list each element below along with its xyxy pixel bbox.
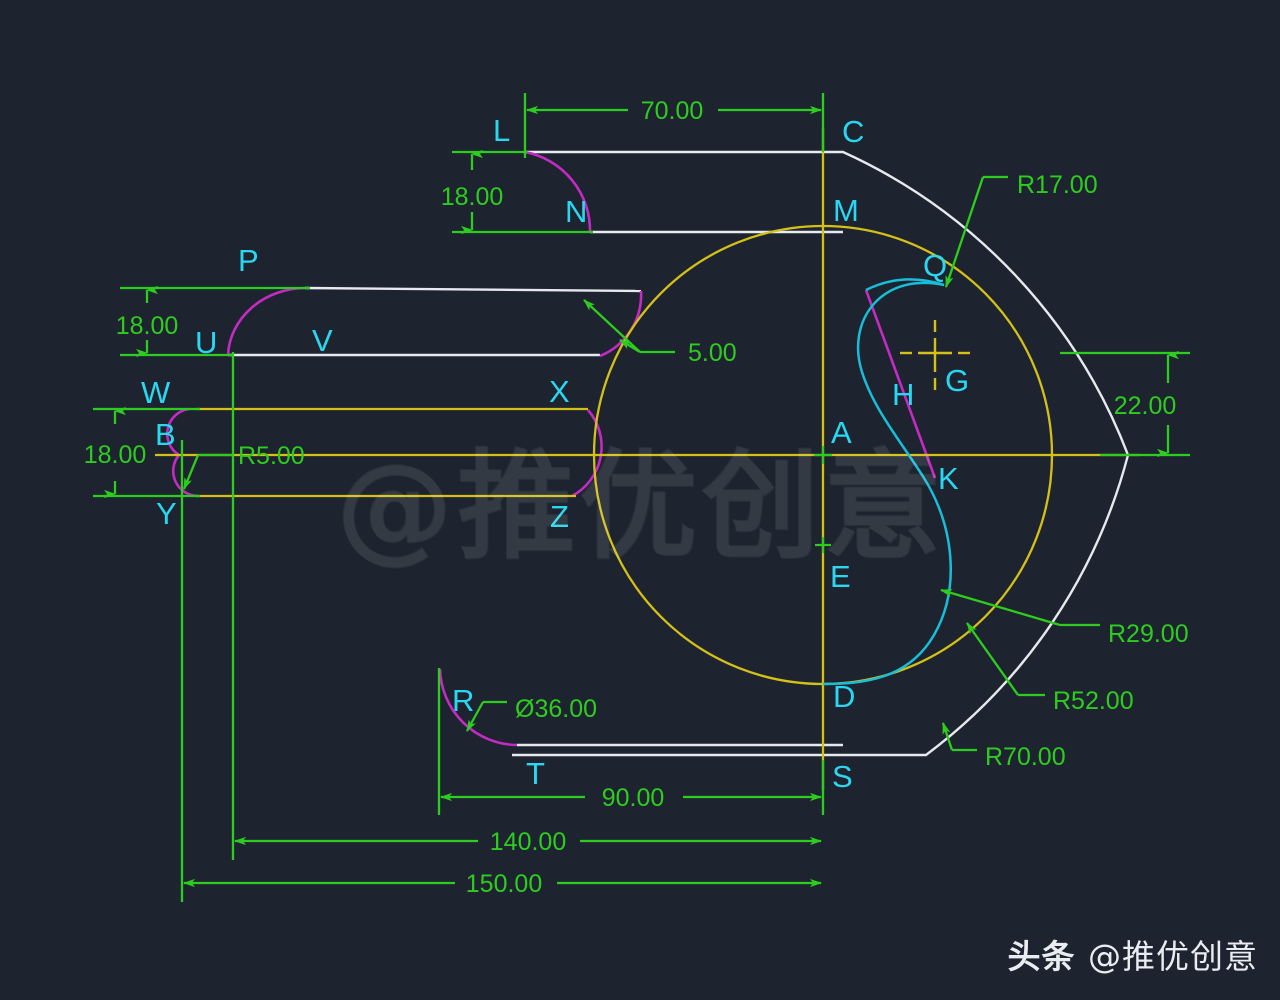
dimension-layer-green (93, 93, 1190, 902)
point-label-X: X (549, 374, 570, 409)
point-label-P: P (238, 243, 259, 278)
point-label-U: U (195, 325, 217, 360)
point-label-R: R (452, 683, 474, 718)
dim-text-70: 70.00 (641, 97, 704, 125)
leader-r5-arrow (182, 454, 200, 490)
cyan-arc-top (865, 278, 945, 292)
outline-top-arc (525, 150, 1130, 456)
node-markers (814, 446, 832, 553)
dim-text-18-low: 18.00 (84, 441, 147, 469)
dim-text-18-mid: 18.00 (116, 312, 179, 340)
segment-HK-magenta (864, 289, 937, 479)
point-label-G: G (945, 363, 969, 398)
leader-r29-arrow (940, 588, 1061, 627)
dim-text-18-top: 18.00 (441, 183, 504, 211)
leader-r70-arrow (941, 722, 954, 751)
point-label-Z: Z (550, 499, 569, 534)
dim-text-r52: R52.00 (1053, 687, 1134, 715)
point-label-A: A (831, 415, 852, 450)
dim-text-90: 90.00 (602, 784, 665, 812)
fillet-arc-XZ (571, 409, 603, 498)
fillet-arcs-magenta (165, 150, 937, 747)
point-label-M: M (833, 193, 859, 228)
inner-profile-cyan (822, 278, 952, 686)
dim-text-150: 150.00 (466, 870, 542, 898)
dim-text-r5: R5.00 (238, 442, 305, 470)
dim-text-r29: R29.00 (1108, 620, 1189, 648)
dim-text-r17: R17.00 (1017, 171, 1098, 199)
fillet-arc-LN (524, 150, 592, 233)
fillet-arc-PU (226, 286, 306, 356)
dim-text-5: 5.00 (688, 339, 737, 367)
outline-band-top (304, 286, 642, 293)
point-label-W: W (141, 375, 171, 410)
point-label-H: H (892, 377, 914, 412)
outline-bottom-arc (512, 454, 1130, 757)
point-label-C: C (842, 114, 864, 149)
point-label-Y: Y (156, 496, 177, 531)
point-label-N: N (565, 194, 587, 229)
s-curve-cyan (822, 281, 952, 686)
point-label-D: D (833, 679, 855, 714)
dim-text-r70: R70.00 (985, 743, 1066, 771)
point-label-B: B (155, 417, 176, 452)
leader-r52-arrow (966, 622, 1019, 696)
fillet-arc-RT (438, 668, 518, 747)
leader-dia36-arrow (465, 701, 485, 732)
leader-r17-arrow (944, 176, 985, 288)
leader-5-b (583, 299, 641, 353)
dim-text-140: 140.00 (490, 828, 566, 856)
point-label-E: E (830, 559, 851, 594)
point-label-V: V (312, 323, 333, 358)
center-mark-G (900, 320, 970, 390)
point-label-layer: C L M N Q P U V H G W X B A K Y Z E D R … (141, 113, 969, 794)
corner-brand-label: 头条 (1007, 937, 1088, 976)
dim-text-22: 22.00 (1114, 392, 1177, 420)
dimension-text-layer: 70.00 18.00 18.00 18.00 5.00 R5.00 R17.0… (84, 97, 1189, 898)
point-label-S: S (832, 759, 853, 794)
corner-handle-label: @推优创意 (1088, 937, 1258, 976)
point-label-K: K (938, 461, 959, 496)
point-label-L: L (493, 113, 510, 148)
outer-profile-white (228, 150, 1130, 757)
dim-text-dia36: Ø36.00 (515, 695, 597, 723)
point-label-Q: Q (923, 248, 947, 283)
point-label-T: T (526, 756, 545, 791)
corner-watermark: 头条 @推优创意 (1008, 930, 1259, 978)
